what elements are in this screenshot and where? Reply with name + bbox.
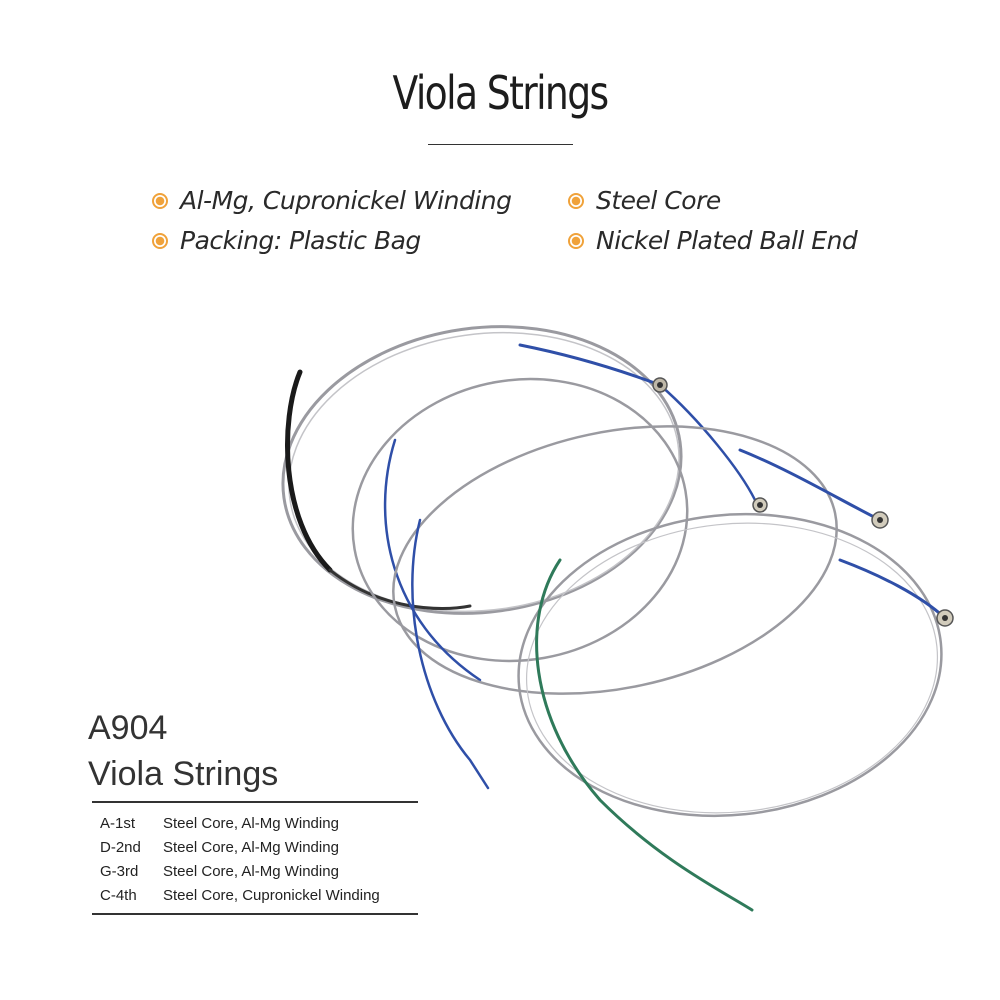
bullet-icon [152, 232, 168, 249]
feature-label: Al-Mg, Cupronickel Winding [180, 186, 512, 215]
spec-description: Steel Core, Al-Mg Winding [163, 863, 339, 880]
page-title: Viola Strings [392, 66, 609, 120]
spec-description: Steel Core, Cupronickel Winding [163, 887, 380, 904]
feature-core: Steel Core [568, 186, 721, 215]
string-g-loop [517, 512, 954, 912]
bullet-icon [152, 192, 168, 209]
feature-packing: Packing: Plastic Bag [152, 226, 421, 255]
feature-ball-end: Nickel Plated Ball End [568, 226, 858, 255]
spec-bottom-rule [92, 913, 418, 915]
product-model: A904 [88, 709, 168, 747]
spec-position: G-3rd [100, 863, 139, 880]
bullet-icon [568, 192, 584, 209]
product-name: Viola Strings [88, 755, 279, 793]
feature-label: Nickel Plated Ball End [596, 226, 858, 255]
bullet-icon [568, 232, 584, 249]
spec-description: Steel Core, Al-Mg Winding [163, 815, 339, 832]
spec-row: C-4th Steel Core, Cupronickel Winding [100, 884, 380, 908]
feature-label: Steel Core [596, 186, 721, 215]
string-c-loop [281, 325, 683, 615]
string-a-loop [351, 343, 757, 682]
spec-table: A-1st Steel Core, Al-Mg Winding D-2nd St… [100, 812, 380, 908]
title-underline [428, 144, 573, 145]
feature-winding: Al-Mg, Cupronickel Winding [152, 186, 512, 215]
spec-top-rule [92, 801, 418, 803]
spec-description: Steel Core, Al-Mg Winding [163, 839, 339, 856]
spec-position: A-1st [100, 815, 136, 832]
feature-label: Packing: Plastic Bag [180, 226, 421, 255]
spec-row: A-1st Steel Core, Al-Mg Winding [100, 812, 380, 836]
string-d-loop [392, 425, 889, 790]
spec-row: G-3rd Steel Core, Al-Mg Winding [100, 860, 380, 884]
spec-position: C-4th [100, 887, 137, 904]
spec-row: D-2nd Steel Core, Al-Mg Winding [100, 836, 380, 860]
spec-position: D-2nd [100, 839, 141, 856]
